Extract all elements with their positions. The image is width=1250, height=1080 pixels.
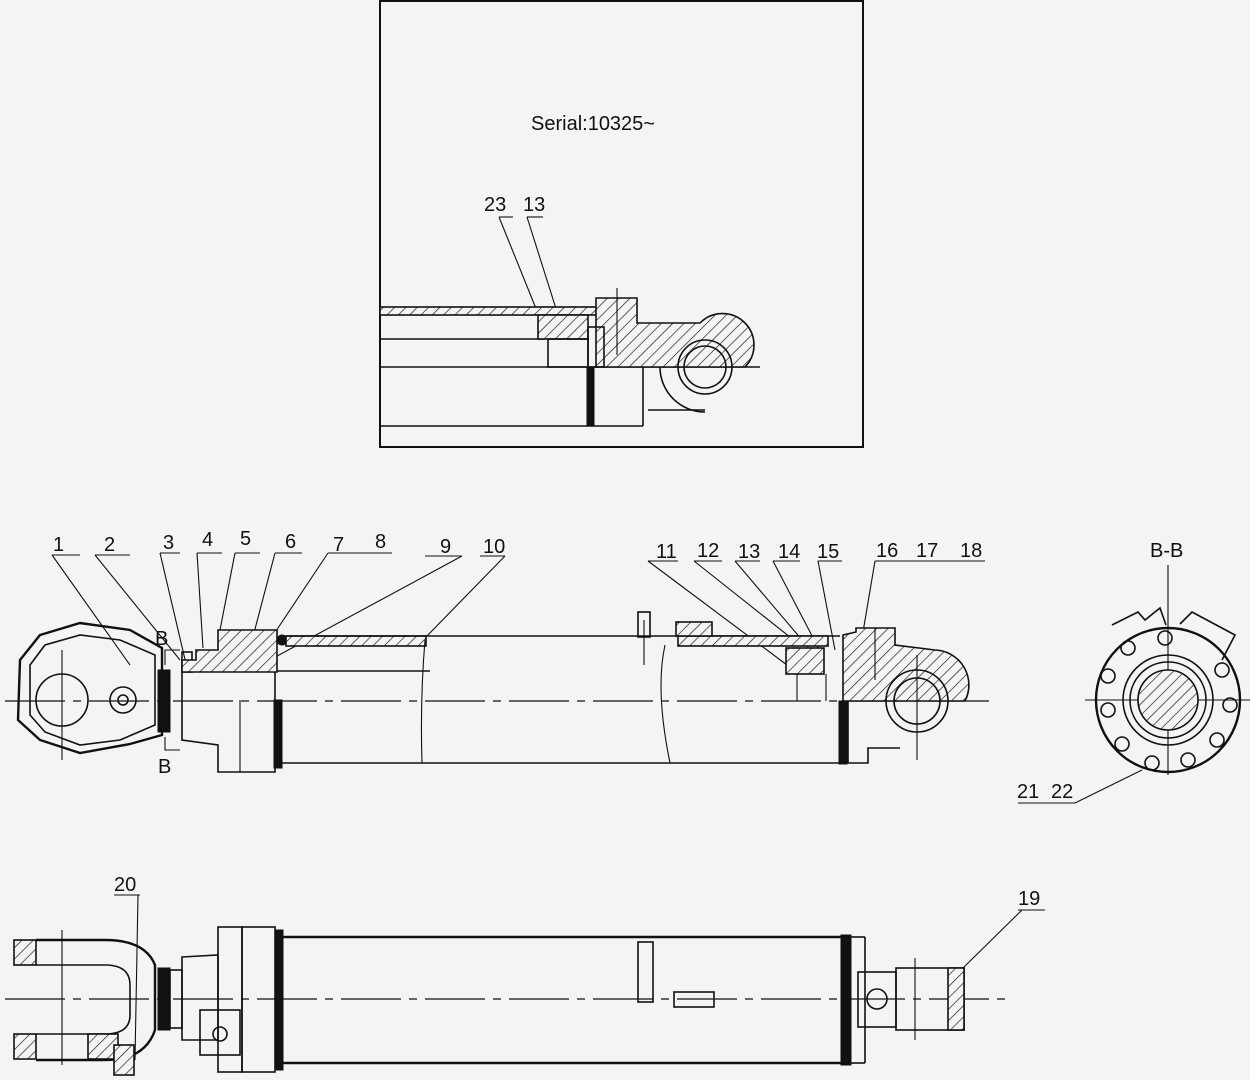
label-6: 6 <box>285 531 296 553</box>
section-mark-top: B <box>155 628 168 650</box>
label-8: 8 <box>375 531 386 553</box>
section-view-bb: B-B 21 22 <box>1017 540 1250 804</box>
label-4: 4 <box>202 529 213 551</box>
inset-label-13: 13 <box>523 194 545 216</box>
inset-label-23: 23 <box>484 194 506 216</box>
label-14: 14 <box>778 541 800 563</box>
label-20: 20 <box>114 874 136 896</box>
label-15: 15 <box>817 541 839 563</box>
label-10: 10 <box>483 536 505 558</box>
label-3: 3 <box>163 532 174 554</box>
main-cylinder-view: 1 2 3 4 5 6 7 8 9 10 11 12 13 14 15 16 1… <box>5 528 990 778</box>
label-11: 11 <box>656 541 677 563</box>
inset-detail-view: Serial:10325~ 23 13 <box>379 0 864 448</box>
bottom-cylinder-view: 20 19 <box>5 874 1045 1076</box>
serial-label: Serial:10325~ <box>531 113 655 135</box>
label-13: 13 <box>738 541 760 563</box>
label-1: 1 <box>53 534 64 556</box>
label-5: 5 <box>240 528 251 550</box>
label-17: 17 <box>916 540 938 562</box>
label-16: 16 <box>876 540 898 562</box>
label-7: 7 <box>333 534 344 556</box>
label-9: 9 <box>440 536 451 558</box>
label-22: 22 <box>1051 781 1073 803</box>
label-18: 18 <box>960 540 982 562</box>
label-2: 2 <box>104 534 115 556</box>
label-19: 19 <box>1018 888 1040 910</box>
label-12: 12 <box>697 540 719 562</box>
section-mark-bottom: B <box>158 756 171 778</box>
wiper-seal <box>157 669 171 733</box>
section-title: B-B <box>1150 540 1183 562</box>
label-21: 21 <box>1017 781 1039 803</box>
